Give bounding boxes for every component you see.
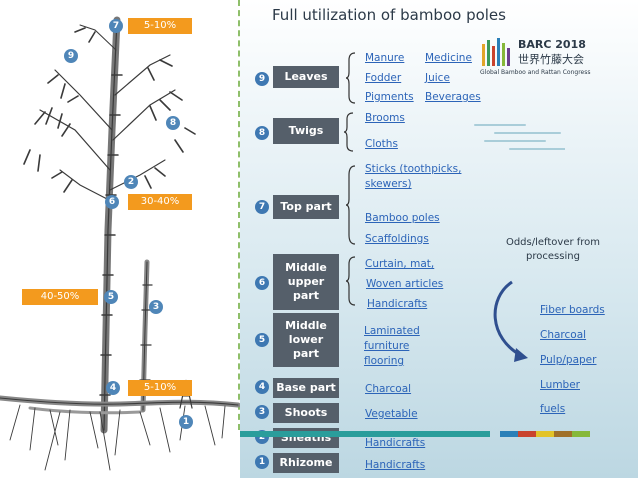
bamboo-plant-sketch (0, 16, 240, 471)
leftover-fiber-boards[interactable]: Fiber boards (540, 304, 605, 316)
leftover-charcoal[interactable]: Charcoal (540, 329, 587, 341)
brace-middle-upper (345, 256, 355, 306)
part-label: Rhizome (279, 455, 333, 469)
part-box-base: Base part (273, 378, 339, 398)
bottom-bar-segment (572, 431, 590, 437)
plant-badge-twigs: 8 (166, 116, 180, 130)
page-title: Full utilization of bamboo poles (272, 6, 506, 24)
plant-badge-rhizome: 1 (179, 415, 193, 429)
part-label: Base part (276, 380, 336, 394)
decorative-waves-icon (474, 124, 565, 150)
plant-badge-top: 7 (109, 19, 123, 33)
bottom-bar-segment (554, 431, 572, 437)
use-sticks[interactable]: Sticks (toothpicks, (365, 163, 462, 175)
pct-label-top: 5-10% (128, 18, 192, 34)
logo-subtitle: Global Bamboo and Rattan Congress (480, 69, 591, 76)
plant-badge-shoots: 3 (149, 300, 163, 314)
use-handicrafts-rhizome[interactable]: Handicrafts (365, 459, 426, 471)
part-box-shoots: Shoots (273, 403, 339, 423)
part-badge-base: 4 (255, 380, 269, 394)
part-label: Leaves (284, 69, 328, 83)
part-box-twigs: Twigs (273, 118, 339, 144)
plant-badge-middle-lower: 5 (104, 290, 118, 304)
part-box-top: Top part (273, 195, 339, 219)
use-handicrafts-sheaths[interactable]: Handicrafts (365, 437, 426, 449)
use-juice[interactable]: Juice (425, 72, 450, 84)
use-furniture[interactable]: furniture (364, 340, 410, 352)
pct-label-middle-upper: 30-40% (128, 194, 192, 210)
part-label: Twigs (288, 123, 324, 137)
part-badge-twigs: 8 (255, 126, 269, 140)
use-manure[interactable]: Manure (365, 52, 405, 64)
part-badge-middle-lower: 5 (255, 333, 269, 347)
logo-title: BARC 2018 (518, 38, 586, 51)
divider-dashed-line (238, 0, 240, 430)
use-flooring[interactable]: flooring (364, 355, 405, 367)
part-label: Top part (280, 199, 332, 213)
pct-label-base: 5-10% (128, 380, 192, 396)
part-box-leaves: Leaves (273, 66, 339, 88)
leftover-fuels[interactable]: fuels (540, 403, 566, 415)
brace-leaves (345, 52, 355, 104)
bottom-bar-segment (536, 431, 554, 437)
part-label: Middle lower part (285, 318, 327, 361)
use-cloths[interactable]: Cloths (365, 138, 398, 150)
use-medicine[interactable]: Medicine (425, 52, 472, 64)
plant-badge-sheaths: 2 (124, 175, 138, 189)
part-box-middle-lower: Middle lower part (273, 313, 339, 367)
curved-arrow-icon (493, 280, 528, 362)
brace-twigs (343, 112, 353, 152)
part-label: Middle upper part (285, 260, 327, 303)
plant-badge-leaves: 9 (64, 49, 78, 63)
part-badge-rhizome: 1 (255, 455, 269, 469)
bamboo-logo-icon (482, 38, 510, 66)
use-laminated[interactable]: Laminated (364, 325, 420, 337)
bottom-bar-segment (500, 431, 518, 437)
use-scaffoldings[interactable]: Scaffoldings (365, 233, 429, 245)
part-badge-leaves: 9 (255, 72, 269, 86)
plant-badge-base: 4 (106, 381, 120, 395)
use-vegetable[interactable]: Vegetable (365, 408, 418, 420)
pct-label-middle-lower: 40-50% (22, 289, 98, 305)
bottom-bar-teal (240, 431, 490, 437)
use-pigments[interactable]: Pigments (365, 91, 414, 103)
use-bamboo-poles[interactable]: Bamboo poles (365, 212, 440, 224)
use-handicrafts-middle[interactable]: Handicrafts (367, 298, 428, 310)
barc-logo: BARC 2018 世界竹藤大会 Global Bamboo and Ratta… (480, 38, 630, 78)
part-box-middle-upper: Middle upper part (273, 254, 339, 310)
bamboo-illustration-panel (0, 0, 240, 478)
leftover-pulp-paper[interactable]: Pulp/paper (540, 354, 597, 366)
plant-badge-middle-upper: 6 (105, 195, 119, 209)
brace-top (345, 165, 355, 245)
leftover-caption: Odds/leftover from processing (505, 237, 601, 262)
bottom-bar-segment (518, 431, 536, 437)
leftover-lumber[interactable]: Lumber (540, 379, 580, 391)
use-fodder[interactable]: Fodder (365, 72, 402, 84)
use-brooms[interactable]: Brooms (365, 112, 405, 124)
use-woven-articles[interactable]: Woven articles (366, 278, 444, 290)
use-skewers[interactable]: skewers) (365, 178, 412, 190)
logo-chinese-title: 世界竹藤大会 (518, 53, 584, 66)
use-beverages[interactable]: Beverages (425, 91, 481, 103)
part-badge-middle-upper: 6 (255, 276, 269, 290)
part-badge-shoots: 3 (255, 405, 269, 419)
part-box-rhizome: Rhizome (273, 453, 339, 473)
use-curtain-mat[interactable]: Curtain, mat, (365, 258, 435, 270)
part-label: Shoots (284, 405, 328, 419)
use-charcoal-base[interactable]: Charcoal (365, 383, 412, 395)
part-badge-top: 7 (255, 200, 269, 214)
